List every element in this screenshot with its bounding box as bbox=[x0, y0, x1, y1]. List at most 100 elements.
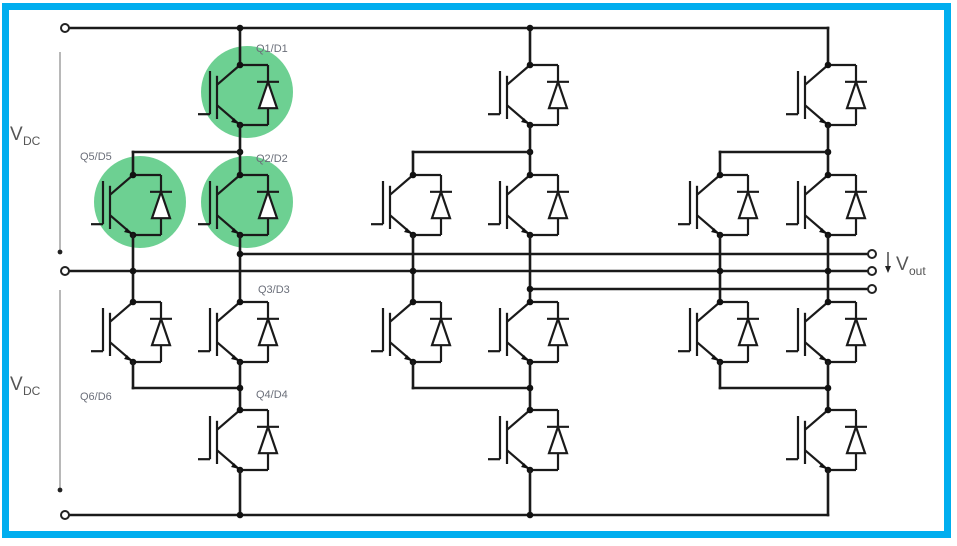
emitter-arrow bbox=[711, 228, 719, 234]
diode-icon bbox=[150, 188, 172, 220]
collector-lead bbox=[216, 409, 241, 431]
junction-dot bbox=[526, 61, 534, 69]
junction-dot bbox=[409, 267, 417, 275]
diode-icon bbox=[845, 423, 867, 455]
vdc-top-label: V bbox=[10, 124, 23, 145]
emitter-arrow bbox=[819, 228, 827, 234]
junction-dot bbox=[129, 298, 137, 306]
emitter-arrow bbox=[404, 355, 412, 361]
junction-dot bbox=[526, 285, 534, 293]
emitter-arrow bbox=[231, 118, 239, 124]
emitter-arrow bbox=[819, 118, 827, 124]
diode-icon bbox=[737, 315, 759, 347]
emitter-arrow bbox=[819, 355, 827, 361]
label-q2-d2: Q2/D2 bbox=[256, 153, 288, 165]
junction-dot bbox=[236, 61, 244, 69]
collector-lead bbox=[804, 64, 829, 86]
collector-lead bbox=[804, 174, 829, 196]
emitter-arrow bbox=[521, 118, 529, 124]
diode-icon bbox=[547, 423, 569, 455]
junction-dot bbox=[824, 298, 832, 306]
emitter-arrow bbox=[521, 355, 529, 361]
label-q1-d1: Q1/D1 bbox=[256, 43, 288, 55]
igbt-q5 bbox=[371, 171, 452, 239]
emitter-arrow bbox=[521, 463, 529, 469]
junction-dot bbox=[129, 267, 137, 275]
junction-dot bbox=[409, 171, 417, 179]
inverter-legs bbox=[91, 24, 867, 519]
collector-lead bbox=[109, 301, 134, 323]
diode-icon bbox=[430, 315, 452, 347]
junction-dot bbox=[824, 384, 832, 392]
junction-dot bbox=[526, 384, 534, 392]
igbt-q5 bbox=[678, 171, 759, 239]
junction-dot bbox=[236, 406, 244, 414]
igbt-q3 bbox=[488, 298, 569, 366]
collector-lead bbox=[506, 174, 531, 196]
igbt-q3 bbox=[198, 298, 279, 366]
diode-icon bbox=[845, 315, 867, 347]
igbt-q2 bbox=[786, 171, 867, 239]
output-terminal-b[interactable] bbox=[867, 266, 877, 276]
junction-dot bbox=[236, 171, 244, 179]
junction-dot bbox=[526, 511, 534, 519]
collector-lead bbox=[506, 301, 531, 323]
leg-phase-a bbox=[91, 24, 279, 519]
igbt-q1 bbox=[488, 61, 569, 129]
label-q4-d4: Q4/D4 bbox=[256, 389, 288, 401]
diode-icon bbox=[845, 188, 867, 220]
collector-lead bbox=[506, 64, 531, 86]
collector-lead bbox=[216, 301, 241, 323]
vdc-bottom-label: V bbox=[10, 374, 23, 395]
output-terminal-c[interactable] bbox=[867, 284, 877, 294]
emitter-arrow bbox=[124, 228, 132, 234]
collector-lead bbox=[804, 409, 829, 431]
diode-icon bbox=[430, 188, 452, 220]
diode-icon bbox=[257, 315, 279, 347]
igbt-q4 bbox=[786, 406, 867, 474]
junction-dot bbox=[409, 298, 417, 306]
emitter-arrow bbox=[521, 228, 529, 234]
vdc-top-indicator bbox=[57, 52, 63, 255]
emitter-arrow bbox=[819, 463, 827, 469]
dc-negative-terminal[interactable] bbox=[60, 510, 70, 520]
output-terminal-a[interactable] bbox=[867, 249, 877, 259]
dc-positive-terminal[interactable] bbox=[60, 23, 70, 33]
diode-icon bbox=[257, 188, 279, 220]
collector-lead bbox=[389, 301, 414, 323]
leg-phase-c bbox=[678, 26, 867, 517]
collector-lead bbox=[804, 301, 829, 323]
igbt-q6 bbox=[678, 298, 759, 366]
igbt-q6 bbox=[91, 298, 172, 366]
vout-label: V bbox=[896, 254, 909, 275]
vdc-top-subscript: DC bbox=[23, 134, 41, 148]
collector-lead bbox=[696, 301, 721, 323]
emitter-arrow bbox=[124, 355, 132, 361]
junction-dot bbox=[236, 511, 244, 519]
igbt-q3 bbox=[786, 298, 867, 366]
emitter-arrow bbox=[231, 355, 239, 361]
collector-lead bbox=[109, 174, 134, 196]
junction-dot bbox=[526, 406, 534, 414]
igbt-q1 bbox=[786, 61, 867, 129]
junction-dot bbox=[824, 171, 832, 179]
diode-icon bbox=[150, 315, 172, 347]
diode-icon bbox=[737, 188, 759, 220]
junction-dot bbox=[129, 171, 137, 179]
neutral-terminal[interactable] bbox=[60, 266, 70, 276]
diode-icon bbox=[845, 78, 867, 110]
junction-dot bbox=[236, 24, 244, 32]
junction-dot bbox=[716, 298, 724, 306]
junction-dot bbox=[824, 267, 832, 275]
emitter-arrow bbox=[711, 355, 719, 361]
igbt-q2 bbox=[488, 171, 569, 239]
highlight-q1-d1 bbox=[201, 46, 293, 138]
vout-arrow-icon bbox=[885, 252, 891, 273]
highlight-q5-d5 bbox=[94, 156, 186, 248]
igbt-q4 bbox=[198, 406, 279, 474]
diode-icon bbox=[547, 315, 569, 347]
diode-icon bbox=[547, 78, 569, 110]
junction-dot bbox=[236, 250, 244, 258]
dc-bus bbox=[68, 26, 869, 517]
